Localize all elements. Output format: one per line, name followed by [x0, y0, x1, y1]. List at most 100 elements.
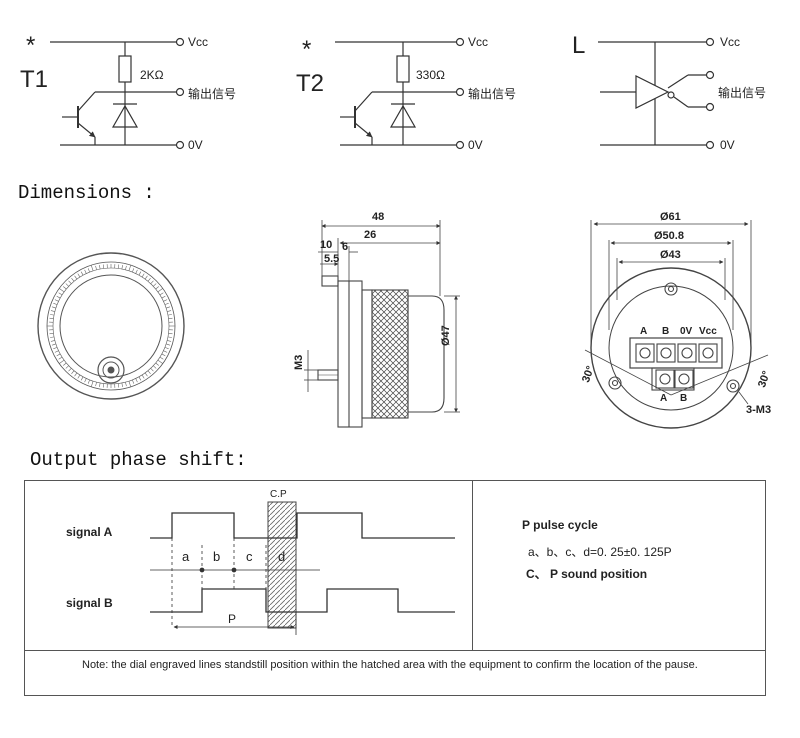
waveform-signal-b — [150, 588, 455, 613]
lower-terminal-label-a: A — [660, 393, 668, 404]
dial-tick — [90, 265, 94, 271]
dial-tick — [51, 343, 56, 346]
vcc-terminal-l — [705, 37, 715, 47]
dial-tick — [132, 268, 135, 273]
diode-t2 — [389, 104, 417, 128]
dial-tick — [159, 356, 164, 360]
dial-tick — [163, 350, 168, 353]
dial-tick — [144, 275, 148, 280]
dial-tick — [167, 310, 172, 312]
terminal-screw — [681, 347, 693, 359]
dial-tick — [50, 336, 55, 338]
dial-tick — [56, 353, 61, 357]
legend-sound: C、 P sound position — [526, 567, 648, 581]
dial-tick — [121, 265, 123, 270]
terminal-block-lower — [651, 367, 695, 391]
dial-tick — [63, 362, 67, 366]
line-driver-symbol — [635, 75, 670, 109]
dial-tick — [168, 317, 173, 320]
dim-26: 26 — [364, 229, 377, 241]
terminal-box — [656, 343, 676, 363]
dial-tick — [166, 343, 171, 346]
dial-tick — [144, 372, 148, 377]
circuit-t1 — [50, 37, 185, 150]
timing-diagram — [150, 501, 455, 635]
mount-hole-right — [726, 379, 740, 393]
dial-tick — [74, 372, 78, 377]
dial-tick — [141, 273, 145, 278]
ground-terminal-t2 — [455, 140, 465, 150]
dial-tick — [132, 379, 135, 384]
waveform-signal-a — [150, 512, 455, 539]
vcc-terminal-t2 — [455, 37, 465, 47]
lower-terminal-box — [655, 369, 675, 389]
side-flange — [337, 280, 363, 428]
dial-tick — [77, 374, 81, 379]
dial-tick — [56, 295, 61, 299]
cp-hatched-area — [267, 501, 297, 629]
terminal-label-0v: 0V — [680, 326, 693, 337]
t2-name: T2 — [296, 70, 325, 97]
dial-tick — [99, 382, 101, 387]
dial-tick — [141, 374, 145, 379]
dial-tick — [167, 336, 172, 338]
dial-tick — [138, 271, 142, 276]
dial-tick — [95, 382, 97, 387]
dial-tick — [153, 365, 157, 369]
terminal-screw — [660, 347, 672, 359]
ground-terminal-l — [705, 140, 715, 150]
terminal-screw — [639, 347, 651, 359]
dial-tick — [128, 265, 132, 271]
dial-tick — [125, 265, 127, 270]
mount-hole-top — [664, 282, 678, 296]
dial-tick — [135, 269, 138, 274]
resistor-t1 — [118, 55, 132, 83]
segment-c-label: c — [246, 549, 253, 564]
t2-output-label: 输出信号 — [468, 87, 517, 101]
resistor-t2 — [396, 55, 410, 83]
dial-handle — [97, 356, 125, 384]
dial-tick — [117, 383, 120, 388]
dial-tick — [164, 347, 169, 350]
t2-star: * — [302, 36, 312, 63]
dial-tick — [87, 268, 90, 273]
t1-star: * — [26, 32, 36, 59]
terminal-label-b: B — [662, 326, 670, 337]
signal-b-label: signal B — [66, 596, 113, 610]
t1-output-label: 输出信号 — [188, 87, 237, 101]
dial-tick — [95, 265, 97, 270]
dim-dia61: Ø61 — [660, 211, 681, 223]
output-terminal-t1 — [175, 87, 185, 97]
dial-tick — [58, 292, 63, 296]
segment-b-label: b — [213, 549, 221, 564]
dial-tick — [53, 347, 58, 350]
segment-d-label: d — [278, 549, 286, 564]
holes-label: 3-M3 — [746, 404, 772, 416]
l-output-label: 输出信号 — [718, 86, 767, 100]
dim-dia47: Ø47 — [440, 325, 452, 346]
output-terminal-t2 — [455, 87, 465, 97]
dial-tick — [63, 286, 67, 290]
note-divider — [24, 650, 766, 651]
dial-tick — [58, 356, 63, 360]
dial-tick — [74, 275, 78, 280]
output-terminal-l-1 — [705, 70, 715, 80]
dial-tick — [167, 340, 172, 342]
dim-dia50-8: Ø50.8 — [654, 230, 684, 242]
terminal-screw — [678, 373, 690, 385]
dial-tick — [68, 368, 72, 372]
dial-tick — [50, 340, 55, 342]
t2-ground-label: 0V — [468, 138, 483, 152]
dial-tick — [49, 317, 54, 320]
terminal-box — [698, 343, 718, 363]
t2-resistor-label: 330Ω — [416, 68, 445, 82]
dial-tick — [59, 288, 65, 293]
dial-tick — [68, 280, 72, 284]
vcc-terminal-t1 — [175, 37, 185, 47]
lower-terminal-box — [674, 369, 694, 389]
dial-front-view — [37, 252, 185, 400]
l-vcc-label: Vcc — [720, 35, 741, 49]
dial-tick — [71, 370, 75, 374]
segment-a-label: a — [182, 549, 190, 564]
l-ground-label: 0V — [720, 138, 735, 152]
